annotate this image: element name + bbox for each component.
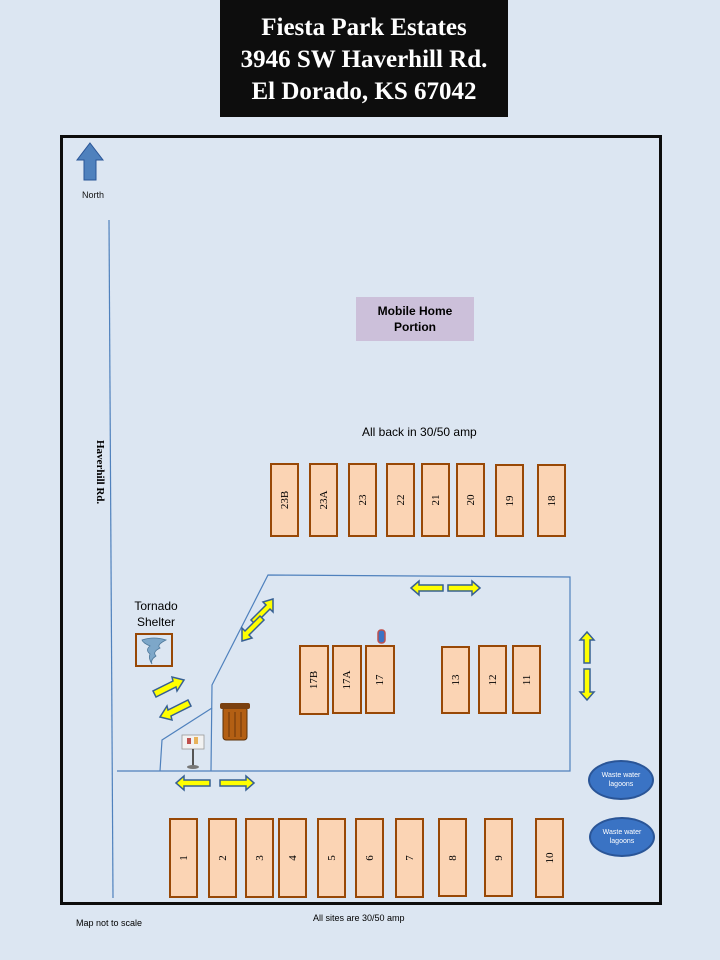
mobile-home-portion: Mobile Home Portion — [356, 297, 474, 341]
tornado-icon — [135, 633, 173, 667]
site-13[interactable]: 13 — [441, 646, 470, 714]
tornado-label-line2: Shelter — [136, 615, 176, 629]
scale-note: Map not to scale — [76, 918, 143, 928]
haverhill-road-line — [108, 219, 114, 899]
water-hookup-icon — [377, 629, 386, 644]
site-3[interactable]: 3 — [245, 818, 274, 898]
park-name: Fiesta Park Estates — [261, 14, 467, 41]
tornado-shelter-label: Tornado Shelter — [128, 598, 184, 630]
site-23A[interactable]: 23A — [309, 463, 338, 537]
north-arrow-icon — [75, 142, 105, 181]
arrow-right-bottom-icon — [219, 774, 256, 792]
site-6[interactable]: 6 — [355, 818, 384, 898]
site-17A[interactable]: 17A — [332, 645, 362, 714]
site-17[interactable]: 17 — [365, 645, 395, 714]
site-12[interactable]: 12 — [478, 645, 507, 714]
arrow-up-icon — [578, 630, 596, 664]
waste-water-lagoon-1: Waste water lagoons — [588, 760, 654, 800]
site-21[interactable]: 21 — [421, 463, 450, 537]
entry-lane — [159, 707, 213, 772]
site-8[interactable]: 8 — [438, 818, 467, 897]
site-1[interactable]: 1 — [169, 818, 198, 898]
arrow-left-bottom-icon — [174, 774, 211, 792]
trash-can-icon — [220, 703, 250, 741]
site-22[interactable]: 22 — [386, 463, 415, 537]
site-23B[interactable]: 23B — [270, 463, 299, 537]
arrow-diag-down-icon — [241, 614, 266, 643]
direction-arrows — [151, 579, 596, 792]
road-label: Haverhill Rd. — [94, 440, 106, 505]
arrow-diag-right-icon — [151, 675, 186, 699]
title-box: Fiesta Park Estates 3946 SW Haverhill Rd… — [220, 0, 508, 117]
site-19[interactable]: 19 — [495, 464, 524, 537]
tornado-label-line1: Tornado — [134, 599, 178, 613]
site-9[interactable]: 9 — [484, 818, 513, 897]
site-10[interactable]: 10 — [535, 818, 564, 898]
site-2[interactable]: 2 — [208, 818, 237, 898]
north-label: North — [82, 190, 105, 200]
site-23[interactable]: 23 — [348, 463, 377, 537]
arrow-diag-left-icon — [158, 698, 193, 722]
site-5[interactable]: 5 — [317, 818, 346, 898]
park-loop-road — [117, 574, 571, 772]
site-20[interactable]: 20 — [456, 463, 485, 537]
map-frame — [60, 135, 662, 905]
site-7[interactable]: 7 — [395, 818, 424, 898]
site-18[interactable]: 18 — [537, 464, 566, 537]
back-in-note: All back in 30/50 amp — [362, 425, 477, 439]
site-17B[interactable]: 17B — [299, 645, 329, 715]
waste-water-lagoon-2: Waste water lagoons — [589, 817, 655, 857]
arrow-left-icon — [409, 579, 444, 597]
amp-note: All sites are 30/50 amp — [313, 913, 405, 923]
park-address-city: El Dorado, KS 67042 — [251, 78, 477, 105]
arrow-right-icon — [447, 579, 482, 597]
site-11[interactable]: 11 — [512, 645, 541, 714]
mailbox-icon — [181, 734, 205, 769]
site-4[interactable]: 4 — [278, 818, 307, 898]
road-label-wrap: Haverhill Rd. — [92, 440, 106, 510]
park-address-street: 3946 SW Haverhill Rd. — [240, 46, 488, 73]
arrow-down-icon — [578, 668, 596, 702]
